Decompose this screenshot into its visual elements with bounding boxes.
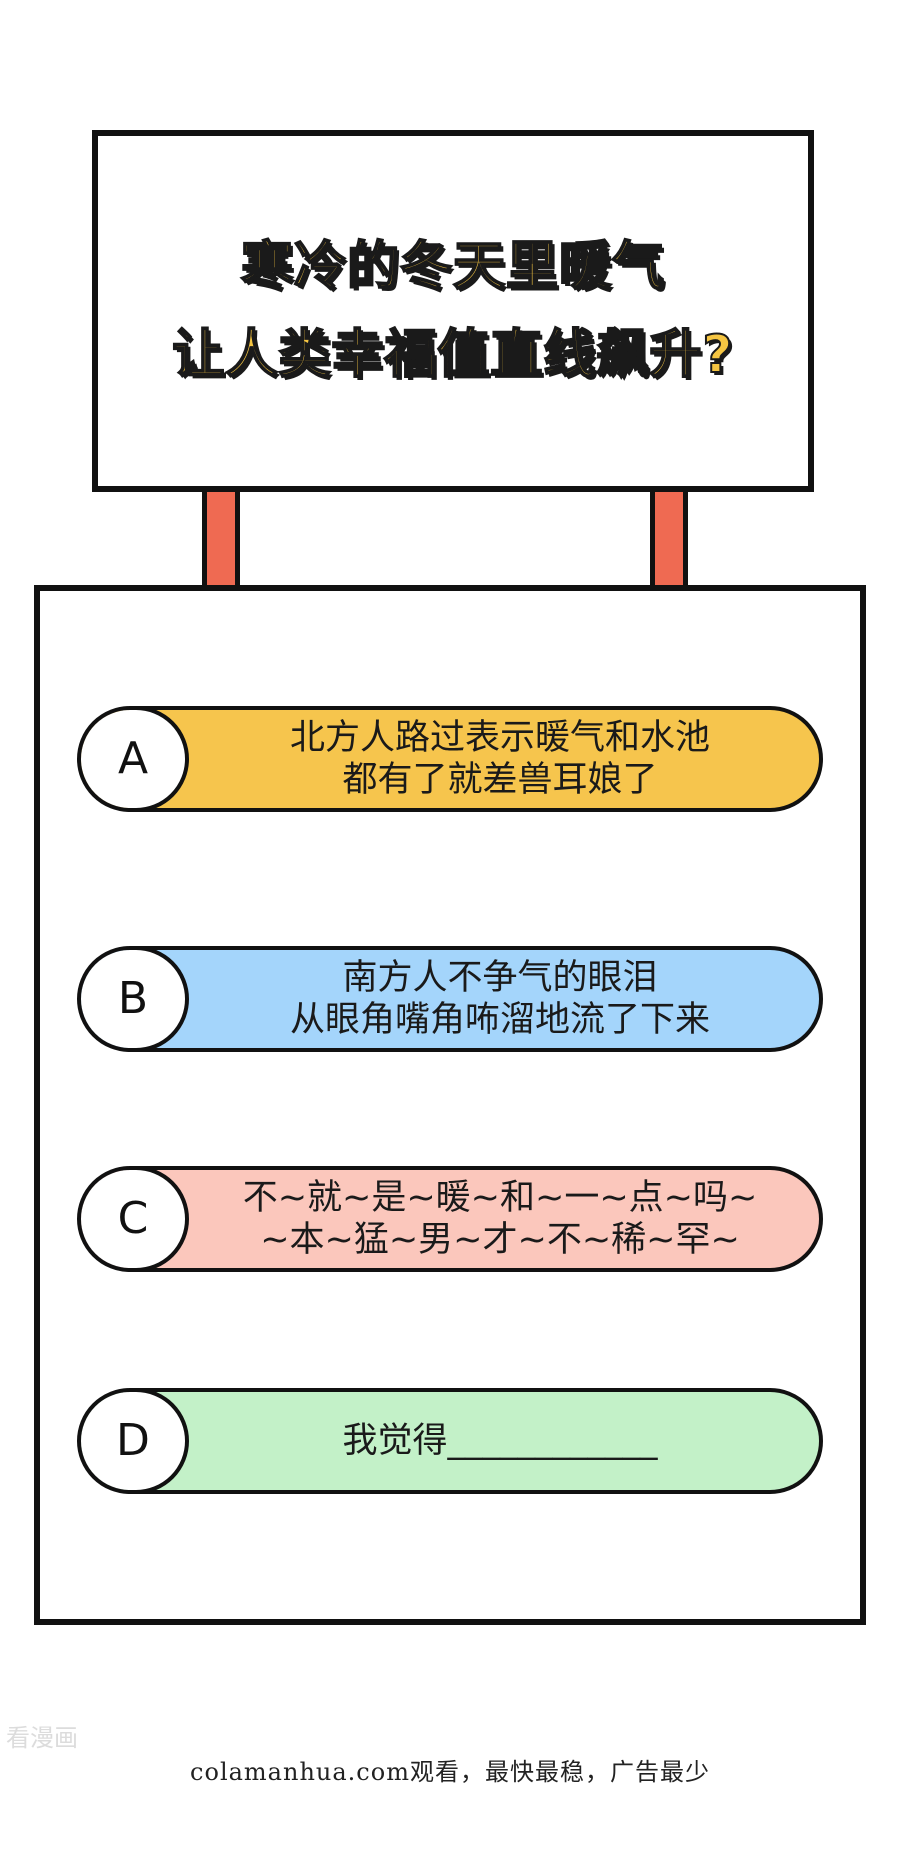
- option-text-line-2: 都有了就差兽耳娘了: [342, 760, 658, 800]
- sign-post-left: [202, 492, 240, 588]
- option-text-line-2: 从眼角嘴角咘溜地流了下来: [289, 1000, 710, 1040]
- option-letter-badge: D: [81, 1392, 189, 1490]
- option-text: 北方人路过表示暖气和水池 都有了就差兽耳娘了: [201, 710, 799, 808]
- option-letter: A: [117, 733, 149, 784]
- option-b[interactable]: B 南方人不争气的眼泪 从眼角嘴角咘溜地流了下来: [77, 946, 823, 1052]
- option-text-line-1: 北方人路过表示暖气和水池: [289, 718, 710, 758]
- option-letter-badge: B: [81, 950, 189, 1048]
- option-letter: D: [116, 1415, 150, 1466]
- question-title-line-1: 寒冷的冬天里暖气: [240, 236, 665, 298]
- option-letter-badge: A: [81, 710, 189, 808]
- option-c[interactable]: C 不~就~是~暖~和~一~点~吗~ ~本~猛~男~才~不~稀~罕~: [77, 1166, 823, 1272]
- option-text: 我觉得____________: [201, 1392, 799, 1490]
- option-letter-badge: C: [81, 1170, 189, 1268]
- footer-notice: colamanhua.com观看，最快最稳，广告最少: [190, 1758, 710, 1786]
- option-letter: B: [117, 973, 149, 1024]
- option-letter: C: [117, 1193, 149, 1244]
- option-text-line-2: ~本~猛~男~才~不~稀~罕~: [260, 1220, 740, 1260]
- question-sign: 寒冷的冬天里暖气 让人类幸福值直线飙升?: [92, 130, 814, 492]
- option-text-line-1: 我觉得____________: [342, 1421, 658, 1461]
- option-text-line-1: 南方人不争气的眼泪: [342, 958, 658, 998]
- sign-post-right: [650, 492, 688, 588]
- option-text: 南方人不争气的眼泪 从眼角嘴角咘溜地流了下来: [201, 950, 799, 1048]
- question-title-line-2: 让人类幸福值直线飙升?: [171, 324, 734, 386]
- option-text-line-1: 不~就~是~暖~和~一~点~吗~: [242, 1178, 758, 1218]
- option-a[interactable]: A 北方人路过表示暖气和水池 都有了就差兽耳娘了: [77, 706, 823, 812]
- option-text: 不~就~是~暖~和~一~点~吗~ ~本~猛~男~才~不~稀~罕~: [201, 1170, 799, 1268]
- option-d[interactable]: D 我觉得____________: [77, 1388, 823, 1494]
- watermark: 看漫画: [6, 1724, 78, 1752]
